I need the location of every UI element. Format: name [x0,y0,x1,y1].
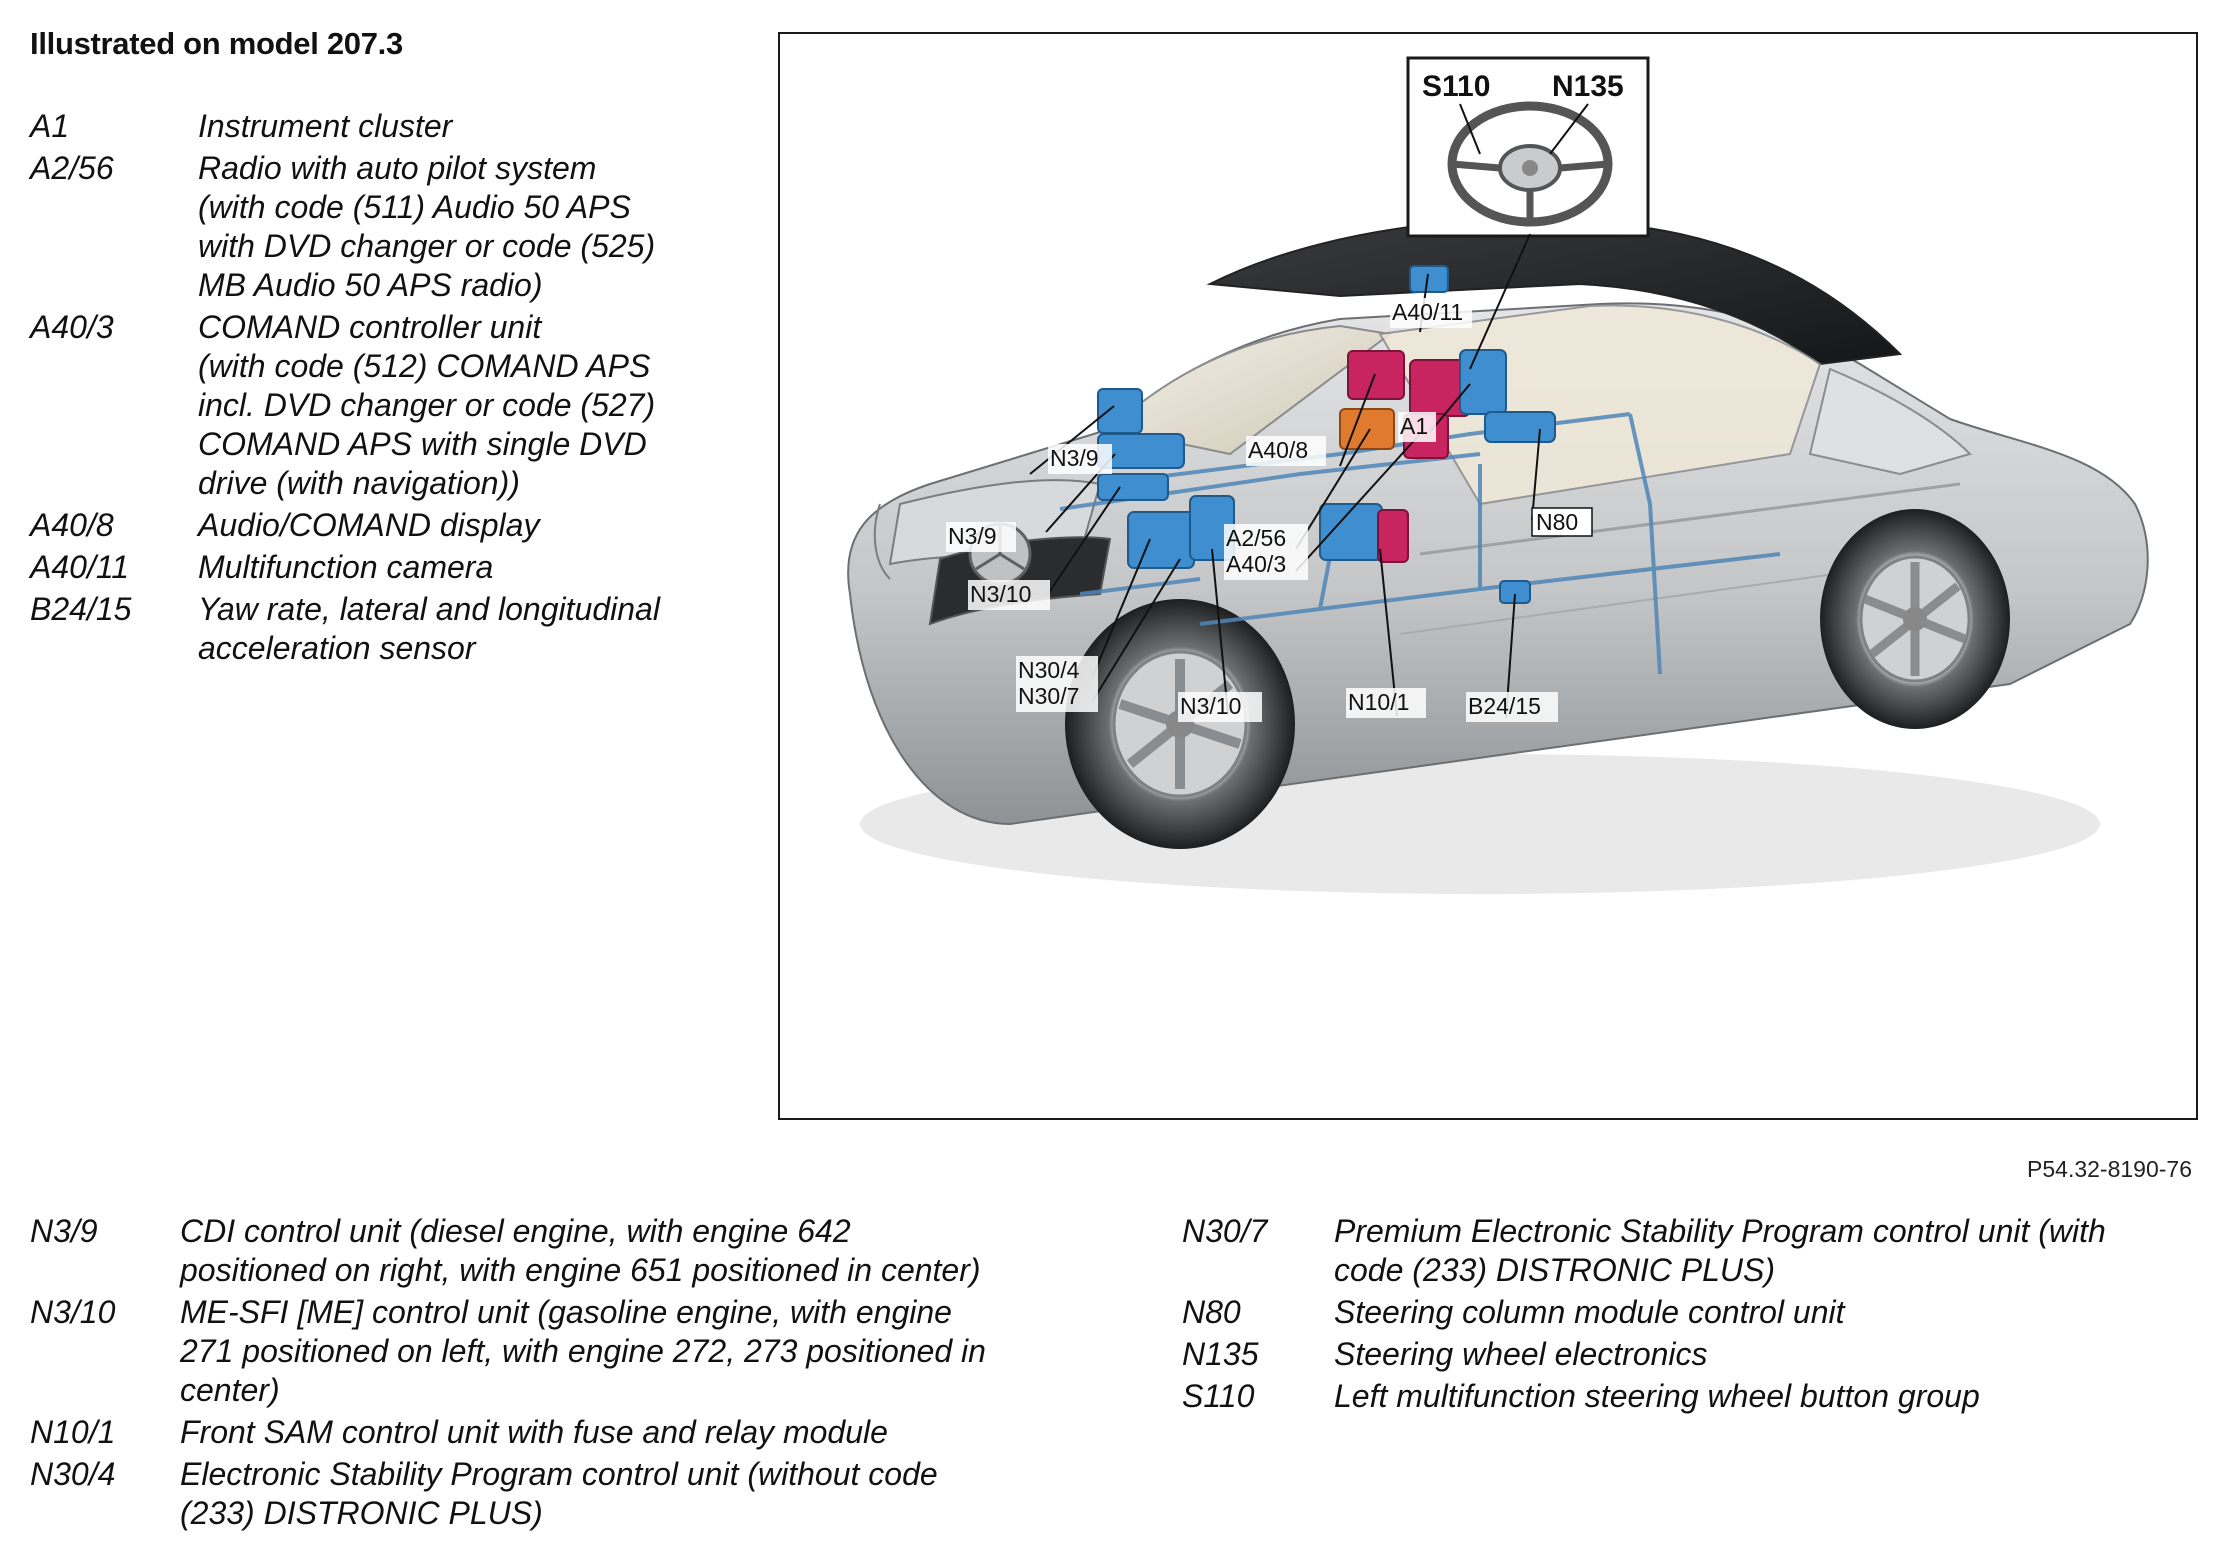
legend-desc: ME-SFI [ME] control unit (gasoline engin… [180,1294,986,1408]
legend-desc: Radio with auto pilot system (with code … [198,150,656,303]
legend-item: A1 Instrument cluster [30,107,730,146]
legend-code: B24/15 [30,591,132,627]
legend-code: N3/9 [30,1213,98,1249]
legend-item: B24/15 Yaw rate, lateral and longitudina… [30,590,730,668]
car-illustration: S110 N135 [847,56,2149,894]
callout-n30-7: N30/7 [1018,683,1079,709]
module-a1 [1409,349,1507,417]
legend-code: A1 [30,108,70,144]
legend-item: N10/1 Front SAM control unit with fuse a… [30,1413,1110,1452]
legend-code: N30/4 [30,1456,116,1492]
legend-code: S110 [1182,1378,1255,1414]
callout-n3-10-left: N3/10 [970,581,1031,607]
inset-label-n135: N135 [1552,70,1624,103]
legend-code: A40/8 [30,507,114,543]
callout-b24-15: B24/15 [1468,693,1541,719]
module-a40-8 [1347,350,1405,400]
legend-code: N30/7 [1182,1213,1268,1249]
legend-desc: Steering wheel electronics [1334,1336,1708,1372]
legend-item: N30/7 Premium Electronic Stability Progr… [1182,1212,2182,1290]
legend-desc: Multifunction camera [198,549,494,585]
callout-a40-11: A40/11 [1392,299,1463,325]
module-n30-4 [1127,495,1235,569]
callout-a2-56: A2/56 [1226,525,1286,551]
legend-desc: Premium Electronic Stability Program con… [1334,1213,2106,1288]
car-diagram-figure: S110 N135 [778,32,2198,1120]
callout-labels: A40/11 A1 A40/8 N3/9 N3/9 N3/10 A2/56 A4… [946,298,1593,722]
module-n80 [1484,411,1556,443]
figure-reference: P54.32-8190-76 [2027,1156,2192,1182]
callout-a1: A1 [1400,413,1428,439]
legend-top: A1 Instrument cluster A2/56 Radio with a… [30,107,730,671]
callout-a40-3: A40/3 [1226,551,1286,577]
module-n3-9-upper [1097,388,1143,434]
legend-item: N3/9 CDI control unit (diesel engine, wi… [30,1212,1110,1290]
front-wheel [1065,599,1295,849]
legend-item: N30/4 Electronic Stability Program contr… [30,1455,1110,1533]
legend-desc: COMAND controller unit (with code (512) … [198,309,656,501]
legend-code: A40/3 [30,309,114,345]
legend-item: A2/56 Radio with auto pilot system (with… [30,149,730,305]
legend-code: A40/11 [30,549,130,585]
callout-a40-8: A40/8 [1248,437,1308,463]
legend-desc: Electronic Stability Program control uni… [180,1456,938,1531]
module-n3-10-left [1097,473,1169,501]
module-a40-11 [1409,265,1449,293]
legend-item: A40/8 Audio/COMAND display [30,506,730,545]
legend-desc: Left multifunction steering wheel button… [1334,1378,1980,1414]
callout-n10-1: N10/1 [1348,689,1409,715]
legend-bottom-left: N3/9 CDI control unit (diesel engine, wi… [30,1212,1110,1536]
rear-wheel [1820,509,2010,729]
legend-desc: Front SAM control unit with fuse and rel… [180,1414,888,1450]
callout-n30-4: N30/4 [1018,657,1080,683]
legend-desc: Yaw rate, lateral and longitudinal accel… [198,591,660,666]
steering-wheel-inset: S110 N135 [1406,56,1650,370]
legend-desc: Steering column module control unit [1334,1294,1845,1330]
callout-n3-9-lower: N3/9 [948,523,997,549]
legend-item: N80 Steering column module control unit [1182,1293,2182,1332]
inset-label-s110: S110 [1422,70,1490,103]
page-title: Illustrated on model 207.3 [30,26,403,61]
callout-n3-9-upper: N3/9 [1050,445,1099,471]
legend-item: N135 Steering wheel electronics [1182,1335,2182,1374]
legend-desc: CDI control unit (diesel engine, with en… [180,1213,981,1288]
callout-n3-10-bottom: N3/10 [1180,693,1241,719]
legend-desc: Instrument cluster [198,108,453,144]
legend-code: N10/1 [30,1414,116,1450]
module-n10-1 [1319,503,1409,563]
legend-item: A40/3 COMAND controller unit (with code … [30,308,730,503]
legend-code: N3/10 [30,1294,116,1330]
legend-desc: Audio/COMAND display [198,507,540,543]
legend-code: N135 [1182,1336,1259,1372]
legend-item: A40/11 Multifunction camera [30,548,730,587]
legend-code: N80 [1182,1294,1241,1330]
legend-item: N3/10 ME-SFI [ME] control unit (gasoline… [30,1293,1110,1410]
legend-bottom-right: N30/7 Premium Electronic Stability Progr… [1182,1212,2182,1419]
legend-item: S110 Left multifunction steering wheel b… [1182,1377,2182,1416]
callout-n80: N80 [1536,509,1578,535]
legend-code: A2/56 [30,150,114,186]
